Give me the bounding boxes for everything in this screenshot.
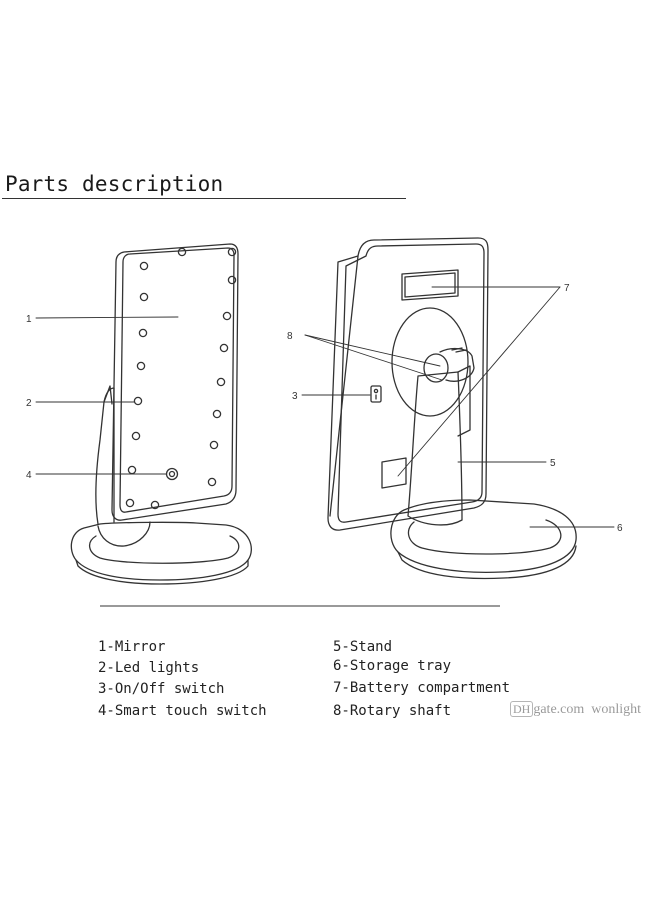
- title-underline: [2, 198, 406, 199]
- front-tray-inner: [89, 535, 240, 564]
- front-led-lights: [125, 247, 237, 510]
- callout-7: 7: [564, 283, 570, 294]
- watermark-site: gate.com: [533, 702, 585, 717]
- front-touch-switch: [165, 467, 179, 481]
- legend-item-led-lights: 2-Led lights: [98, 660, 200, 676]
- back-mirror-edge: [329, 255, 359, 517]
- front-mirror-view: [70, 243, 252, 585]
- legend-item-smart-touch-switch: 4-Smart touch switch: [98, 703, 267, 719]
- back-mirror-plate: [337, 243, 485, 523]
- legend-item-onoff-switch: 3-On/Off switch: [98, 681, 225, 697]
- back-power-switch: [370, 385, 382, 403]
- callout-6: 6: [617, 523, 623, 534]
- front-stand: [95, 387, 115, 525]
- back-stand-side: [457, 365, 471, 437]
- callout-5: 5: [550, 458, 556, 469]
- back-battery-compartment: [381, 457, 407, 489]
- front-tray: [70, 521, 252, 581]
- back-mirror-view: [327, 237, 577, 580]
- watermark-logo: DH: [510, 701, 534, 717]
- front-stand-arm: [103, 385, 113, 405]
- front-mirror-back: [111, 243, 239, 521]
- front-mirror-face: [119, 247, 235, 513]
- legend-item-battery-compartment: 7-Battery compartment: [333, 680, 511, 696]
- legend-item-storage-tray: 6-Storage tray: [333, 658, 452, 674]
- callout-4: 4: [26, 470, 32, 481]
- back-mirror-frame: [327, 237, 489, 531]
- back-tray-inner: [407, 519, 562, 555]
- callout-2: 2: [26, 398, 32, 409]
- legend-item-mirror: 1-Mirror: [98, 639, 166, 655]
- back-stand: [407, 371, 463, 526]
- front-tray-rim: [75, 559, 249, 585]
- front-stand-shaft: [97, 521, 151, 547]
- callout-1: 1: [26, 314, 32, 325]
- back-rotary-disc: [391, 307, 469, 417]
- back-rotary-shaft: [423, 353, 449, 383]
- legend-item-rotary-shaft: 8-Rotary shaft: [333, 703, 452, 719]
- legend-item-stand: 5-Stand: [333, 639, 393, 655]
- callout-3: 3: [292, 391, 298, 402]
- callout-8: 8: [287, 331, 293, 342]
- back-top-panel: [401, 269, 459, 301]
- back-tray-rim: [397, 545, 577, 580]
- watermark-seller: wonlight: [591, 702, 642, 717]
- callout-lines: [35, 286, 615, 528]
- page-title: Parts description: [5, 172, 224, 196]
